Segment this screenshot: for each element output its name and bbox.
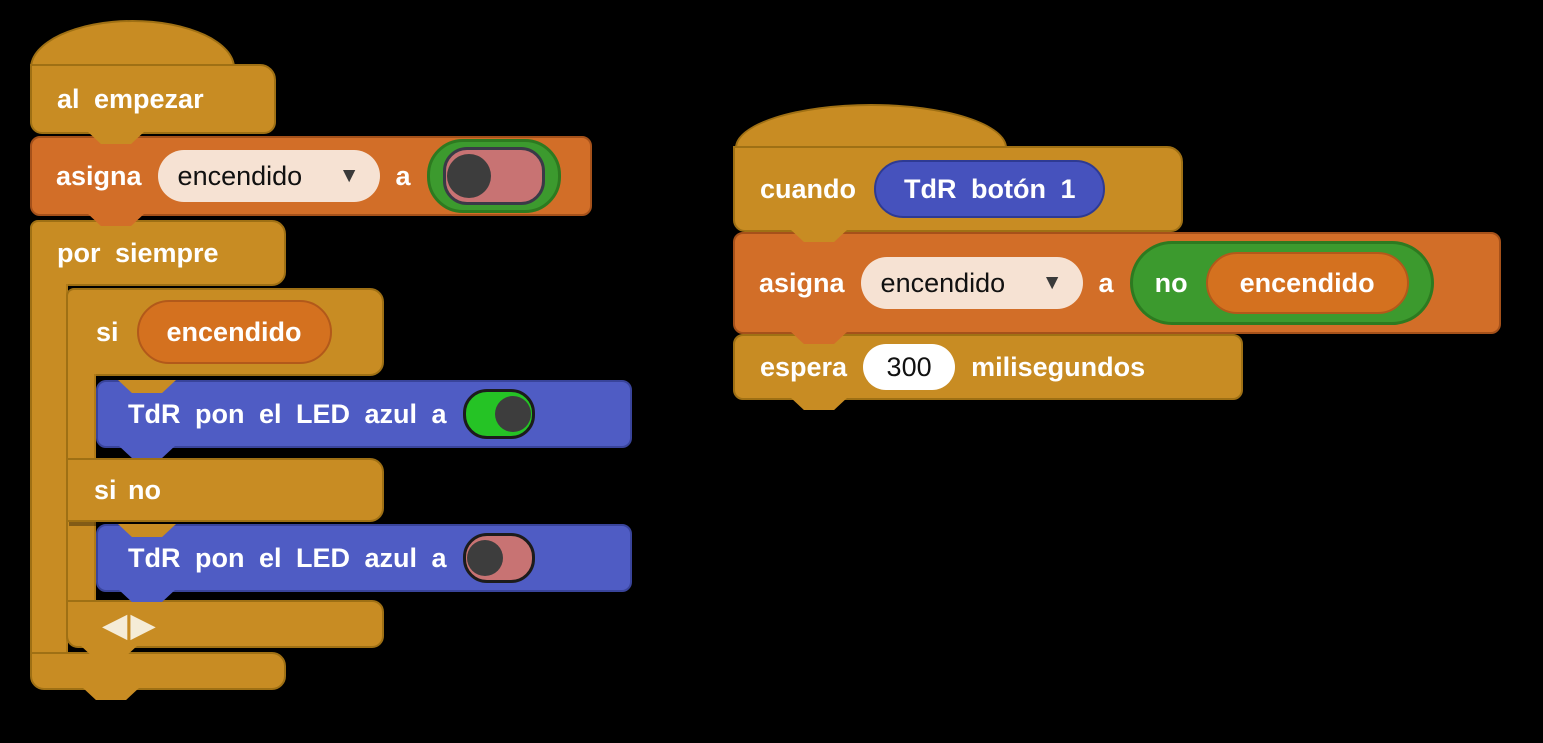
if-label: si [96, 316, 119, 347]
led-off-block[interactable]: TdR pon el LED azul a [96, 524, 632, 602]
boolean-slot [426, 139, 561, 213]
forever-block-footer[interactable] [30, 652, 286, 700]
variable-dropdown-value: encendido [177, 160, 303, 191]
block-notch [118, 524, 176, 537]
hat-block-dome[interactable] [735, 104, 1007, 148]
block-nub [87, 131, 145, 144]
else-label: si no [94, 474, 162, 505]
block-notch [118, 380, 176, 393]
set-label: asigna [759, 267, 845, 298]
collapse-branch-arrow-icon[interactable]: ◀ [102, 605, 128, 643]
wait-label: espera [760, 351, 848, 382]
set-variable-block[interactable]: asigna encendido ▼ a no encendido [733, 232, 1501, 344]
else-bar[interactable]: si no [66, 458, 384, 522]
variable-dropdown[interactable]: encendido ▼ [157, 150, 380, 202]
wait-block[interactable]: espera 300 milisegundos [733, 334, 1243, 410]
block-nub [118, 445, 176, 458]
forever-label: por siempre [57, 237, 219, 268]
block-nub [790, 397, 848, 410]
set-to-label: a [395, 160, 411, 191]
set-to-label: a [1098, 267, 1114, 298]
variable-reporter-encendido[interactable]: encendido [1205, 252, 1409, 314]
block-nub [118, 589, 176, 602]
hat-label: cuando [760, 173, 857, 204]
reporter-label: encendido [166, 316, 302, 347]
variable-reporter-encendido[interactable]: encendido [136, 300, 332, 364]
hat-block-cuando[interactable]: cuando TdR botón 1 [733, 146, 1183, 242]
block-nub [790, 229, 848, 242]
expand-branch-arrow-icon[interactable]: ▶ [130, 605, 156, 643]
led-block-label: TdR pon el LED azul a [128, 398, 447, 429]
toggle-knob [494, 396, 531, 432]
variable-dropdown-value: encendido [880, 267, 1006, 298]
toggle-knob [446, 154, 491, 198]
block-nub [82, 687, 140, 700]
led-block-label: TdR pon el LED azul a [128, 542, 447, 573]
event-input-tdr-boton[interactable]: TdR botón 1 [874, 160, 1106, 218]
not-label: no [1154, 267, 1188, 298]
forever-block-header[interactable]: por siempre [30, 220, 286, 286]
hat-label: al empezar [57, 83, 204, 114]
variable-dropdown[interactable]: encendido ▼ [860, 257, 1083, 309]
if-block-header[interactable]: si encendido [66, 288, 384, 376]
event-label: TdR botón 1 [904, 173, 1076, 204]
block-nub [87, 213, 145, 226]
set-label: asigna [56, 160, 142, 191]
not-predicate-block[interactable]: no encendido [1129, 241, 1434, 325]
block-nub [790, 331, 848, 344]
dropdown-arrow-icon: ▼ [1041, 271, 1063, 294]
toggle-knob [466, 540, 503, 576]
wait-unit-label: milisegundos [971, 351, 1146, 382]
block-nub [80, 645, 138, 658]
led-toggle[interactable] [462, 389, 535, 439]
hat-block-dome[interactable] [30, 20, 235, 68]
dropdown-arrow-icon: ▼ [338, 164, 360, 187]
forever-block-arm [30, 284, 68, 654]
wait-duration-value: 300 [886, 351, 932, 382]
led-on-block[interactable]: TdR pon el LED azul a [96, 380, 632, 458]
led-toggle[interactable] [462, 533, 535, 583]
if-block-footer[interactable]: ◀ ▶ [66, 600, 384, 658]
boolean-toggle[interactable] [442, 147, 545, 205]
set-variable-block[interactable]: asigna encendido ▼ a [30, 136, 592, 226]
hat-block-al-empezar[interactable]: al empezar [30, 64, 276, 144]
wait-duration-input[interactable]: 300 [863, 344, 956, 390]
reporter-label: encendido [1239, 267, 1375, 298]
